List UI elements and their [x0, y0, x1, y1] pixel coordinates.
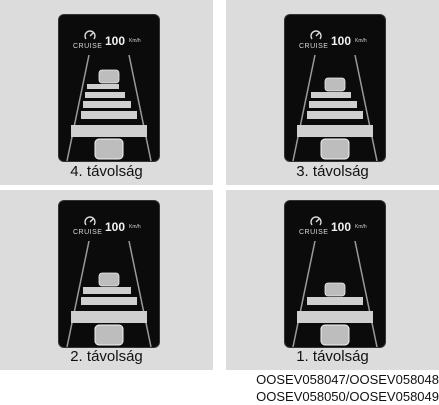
panel-caption: 1. távolság	[296, 348, 369, 365]
speed-unit: Km/h	[355, 224, 367, 230]
cruise-label: CRUISE	[73, 43, 103, 50]
distance-road-graphic	[66, 55, 152, 161]
speed-unit: Km/h	[129, 224, 141, 230]
panel-caption: 4. távolság	[70, 163, 143, 180]
lead-vehicle	[98, 69, 120, 84]
lead-vehicle	[98, 272, 120, 287]
distance-bar	[87, 84, 119, 89]
cruise-status: CRUISE 100 Km/h	[293, 215, 377, 243]
distance-road-graphic	[66, 241, 152, 347]
own-vehicle	[94, 138, 124, 160]
cluster-display: CRUISE 100 Km/h	[284, 14, 386, 162]
near-band	[71, 125, 147, 137]
lead-vehicle	[324, 282, 346, 297]
cruise-status: CRUISE 100 Km/h	[67, 29, 151, 57]
panel-distance-1: CRUISE 100 Km/h 1. távolság	[226, 190, 439, 370]
lane-edge-right	[128, 241, 152, 347]
cruise-control-icon	[84, 30, 96, 40]
distance-road-graphic	[292, 55, 378, 161]
cluster-display: CRUISE 100 Km/h	[58, 14, 160, 162]
image-code-line-1: OOSEV058047/OOSEV058048	[256, 372, 439, 387]
own-vehicle	[320, 324, 350, 346]
cruise-label: CRUISE	[73, 229, 103, 236]
cruise-label: CRUISE	[299, 229, 329, 236]
lane-edge-left	[292, 55, 316, 161]
own-vehicle	[320, 138, 350, 160]
own-vehicle	[94, 324, 124, 346]
set-speed: 100	[105, 34, 126, 48]
distance-bar	[311, 92, 351, 98]
distance-bar	[309, 101, 357, 108]
cruise-label: CRUISE	[299, 43, 329, 50]
lane-edge-right	[354, 55, 378, 161]
lead-vehicle	[324, 77, 346, 92]
cruise-control-icon	[84, 216, 96, 226]
speed-unit: Km/h	[129, 38, 141, 44]
image-code-line-2: OOSEV058050/OOSEV058049	[256, 389, 439, 404]
near-band	[297, 311, 373, 323]
panel-caption: 2. távolság	[70, 348, 143, 365]
speed-unit: Km/h	[355, 38, 367, 44]
distance-bar	[307, 111, 363, 119]
cluster-display: CRUISE 100 Km/h	[284, 200, 386, 348]
lane-edge-left	[66, 55, 90, 161]
near-band	[297, 125, 373, 137]
set-speed: 100	[331, 34, 352, 48]
panel-distance-4: CRUISE 100 Km/h 4. távolság	[0, 0, 213, 185]
distance-road-graphic	[292, 241, 378, 347]
panel-distance-2: CRUISE 100 Km/h 2. távolság	[0, 190, 213, 370]
lane-edge-right	[354, 241, 378, 347]
cluster-display: CRUISE 100 Km/h	[58, 200, 160, 348]
set-speed: 100	[331, 220, 352, 234]
cruise-control-icon	[310, 216, 322, 226]
set-speed: 100	[105, 220, 126, 234]
near-band	[71, 311, 147, 323]
distance-bar	[81, 297, 137, 305]
lane-edge-left	[292, 241, 316, 347]
distance-bar	[83, 101, 131, 108]
distance-bar	[83, 287, 131, 294]
cruise-status: CRUISE 100 Km/h	[293, 29, 377, 57]
cruise-status: CRUISE 100 Km/h	[67, 215, 151, 243]
lane-edge-left	[66, 241, 90, 347]
panel-caption: 3. távolság	[296, 163, 369, 180]
distance-bar	[81, 111, 137, 119]
panel-distance-3: CRUISE 100 Km/h 3. távolság	[226, 0, 439, 185]
cruise-control-icon	[310, 30, 322, 40]
distance-bar	[85, 92, 125, 98]
distance-bar	[307, 297, 363, 305]
lane-edge-right	[128, 55, 152, 161]
